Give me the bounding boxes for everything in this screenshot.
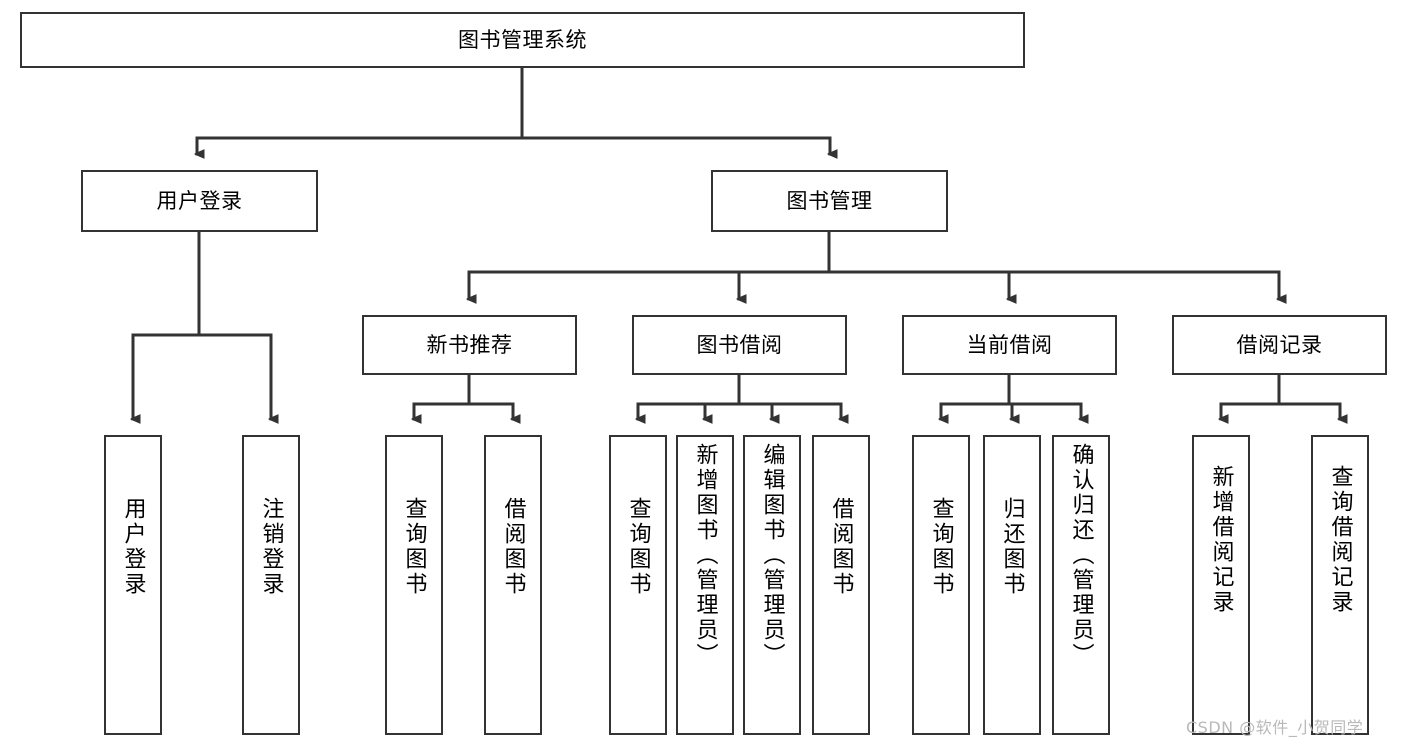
- node-leaf-borrow-book-1[interactable]: 借阅图书: [484, 435, 542, 735]
- node-root[interactable]: 图书管理系统: [20, 12, 1025, 68]
- node-leaf-user-logout-label: 注销登录: [258, 497, 284, 597]
- node-leaf-query-book-3[interactable]: 查询图书: [912, 435, 970, 735]
- node-leaf-query-record[interactable]: 查询借阅记录: [1311, 435, 1369, 735]
- node-leaf-user-login[interactable]: 用户登录: [104, 435, 162, 735]
- node-borrow-record[interactable]: 借阅记录: [1172, 315, 1387, 375]
- node-new-book-rec[interactable]: 新书推荐: [362, 315, 577, 375]
- node-leaf-query-book-1-label: 查询图书: [401, 497, 427, 597]
- node-current-borrow-label: 当前借阅: [966, 332, 1053, 357]
- node-leaf-query-record-label: 查询借阅记录: [1327, 465, 1353, 615]
- node-leaf-add-record[interactable]: 新增借阅记录: [1192, 435, 1250, 735]
- node-book-borrow[interactable]: 图书借阅: [632, 315, 847, 375]
- node-book-manage-label: 图书管理: [786, 188, 873, 213]
- node-leaf-query-book-2-label: 查询图书: [625, 497, 651, 597]
- node-new-book-rec-label: 新书推荐: [426, 332, 513, 357]
- node-leaf-confirm-return[interactable]: 确认归还（管理员）: [1052, 435, 1110, 735]
- node-leaf-query-book-2[interactable]: 查询图书: [609, 435, 667, 735]
- node-user-login-label: 用户登录: [156, 188, 243, 213]
- node-user-login[interactable]: 用户登录: [81, 170, 318, 232]
- node-root-label: 图书管理系统: [458, 27, 587, 52]
- node-borrow-record-label: 借阅记录: [1236, 332, 1323, 357]
- node-leaf-confirm-return-label: 确认归还（管理员）: [1068, 443, 1094, 668]
- node-leaf-query-book-3-label: 查询图书: [928, 497, 954, 597]
- node-leaf-edit-book-label: 编辑图书（管理员）: [759, 443, 785, 668]
- node-leaf-borrow-book-2[interactable]: 借阅图书: [812, 435, 870, 735]
- node-leaf-add-book-label: 新增图书（管理员）: [692, 443, 718, 668]
- node-leaf-borrow-book-2-label: 借阅图书: [828, 497, 854, 597]
- node-leaf-user-logout[interactable]: 注销登录: [242, 435, 300, 735]
- node-leaf-add-book[interactable]: 新增图书（管理员）: [676, 435, 734, 735]
- node-leaf-edit-book[interactable]: 编辑图书（管理员）: [743, 435, 801, 735]
- node-leaf-borrow-book-1-label: 借阅图书: [500, 497, 526, 597]
- node-leaf-return-book[interactable]: 归还图书: [983, 435, 1041, 735]
- node-leaf-user-login-label: 用户登录: [120, 497, 146, 597]
- node-leaf-add-record-label: 新增借阅记录: [1208, 465, 1234, 615]
- node-leaf-query-book-1[interactable]: 查询图书: [385, 435, 443, 735]
- node-leaf-return-book-label: 归还图书: [999, 497, 1025, 597]
- node-book-borrow-label: 图书借阅: [696, 332, 783, 357]
- csdn-watermark: CSDN @软件_小贺同学: [1186, 718, 1364, 737]
- node-book-manage[interactable]: 图书管理: [711, 170, 948, 232]
- node-current-borrow[interactable]: 当前借阅: [902, 315, 1117, 375]
